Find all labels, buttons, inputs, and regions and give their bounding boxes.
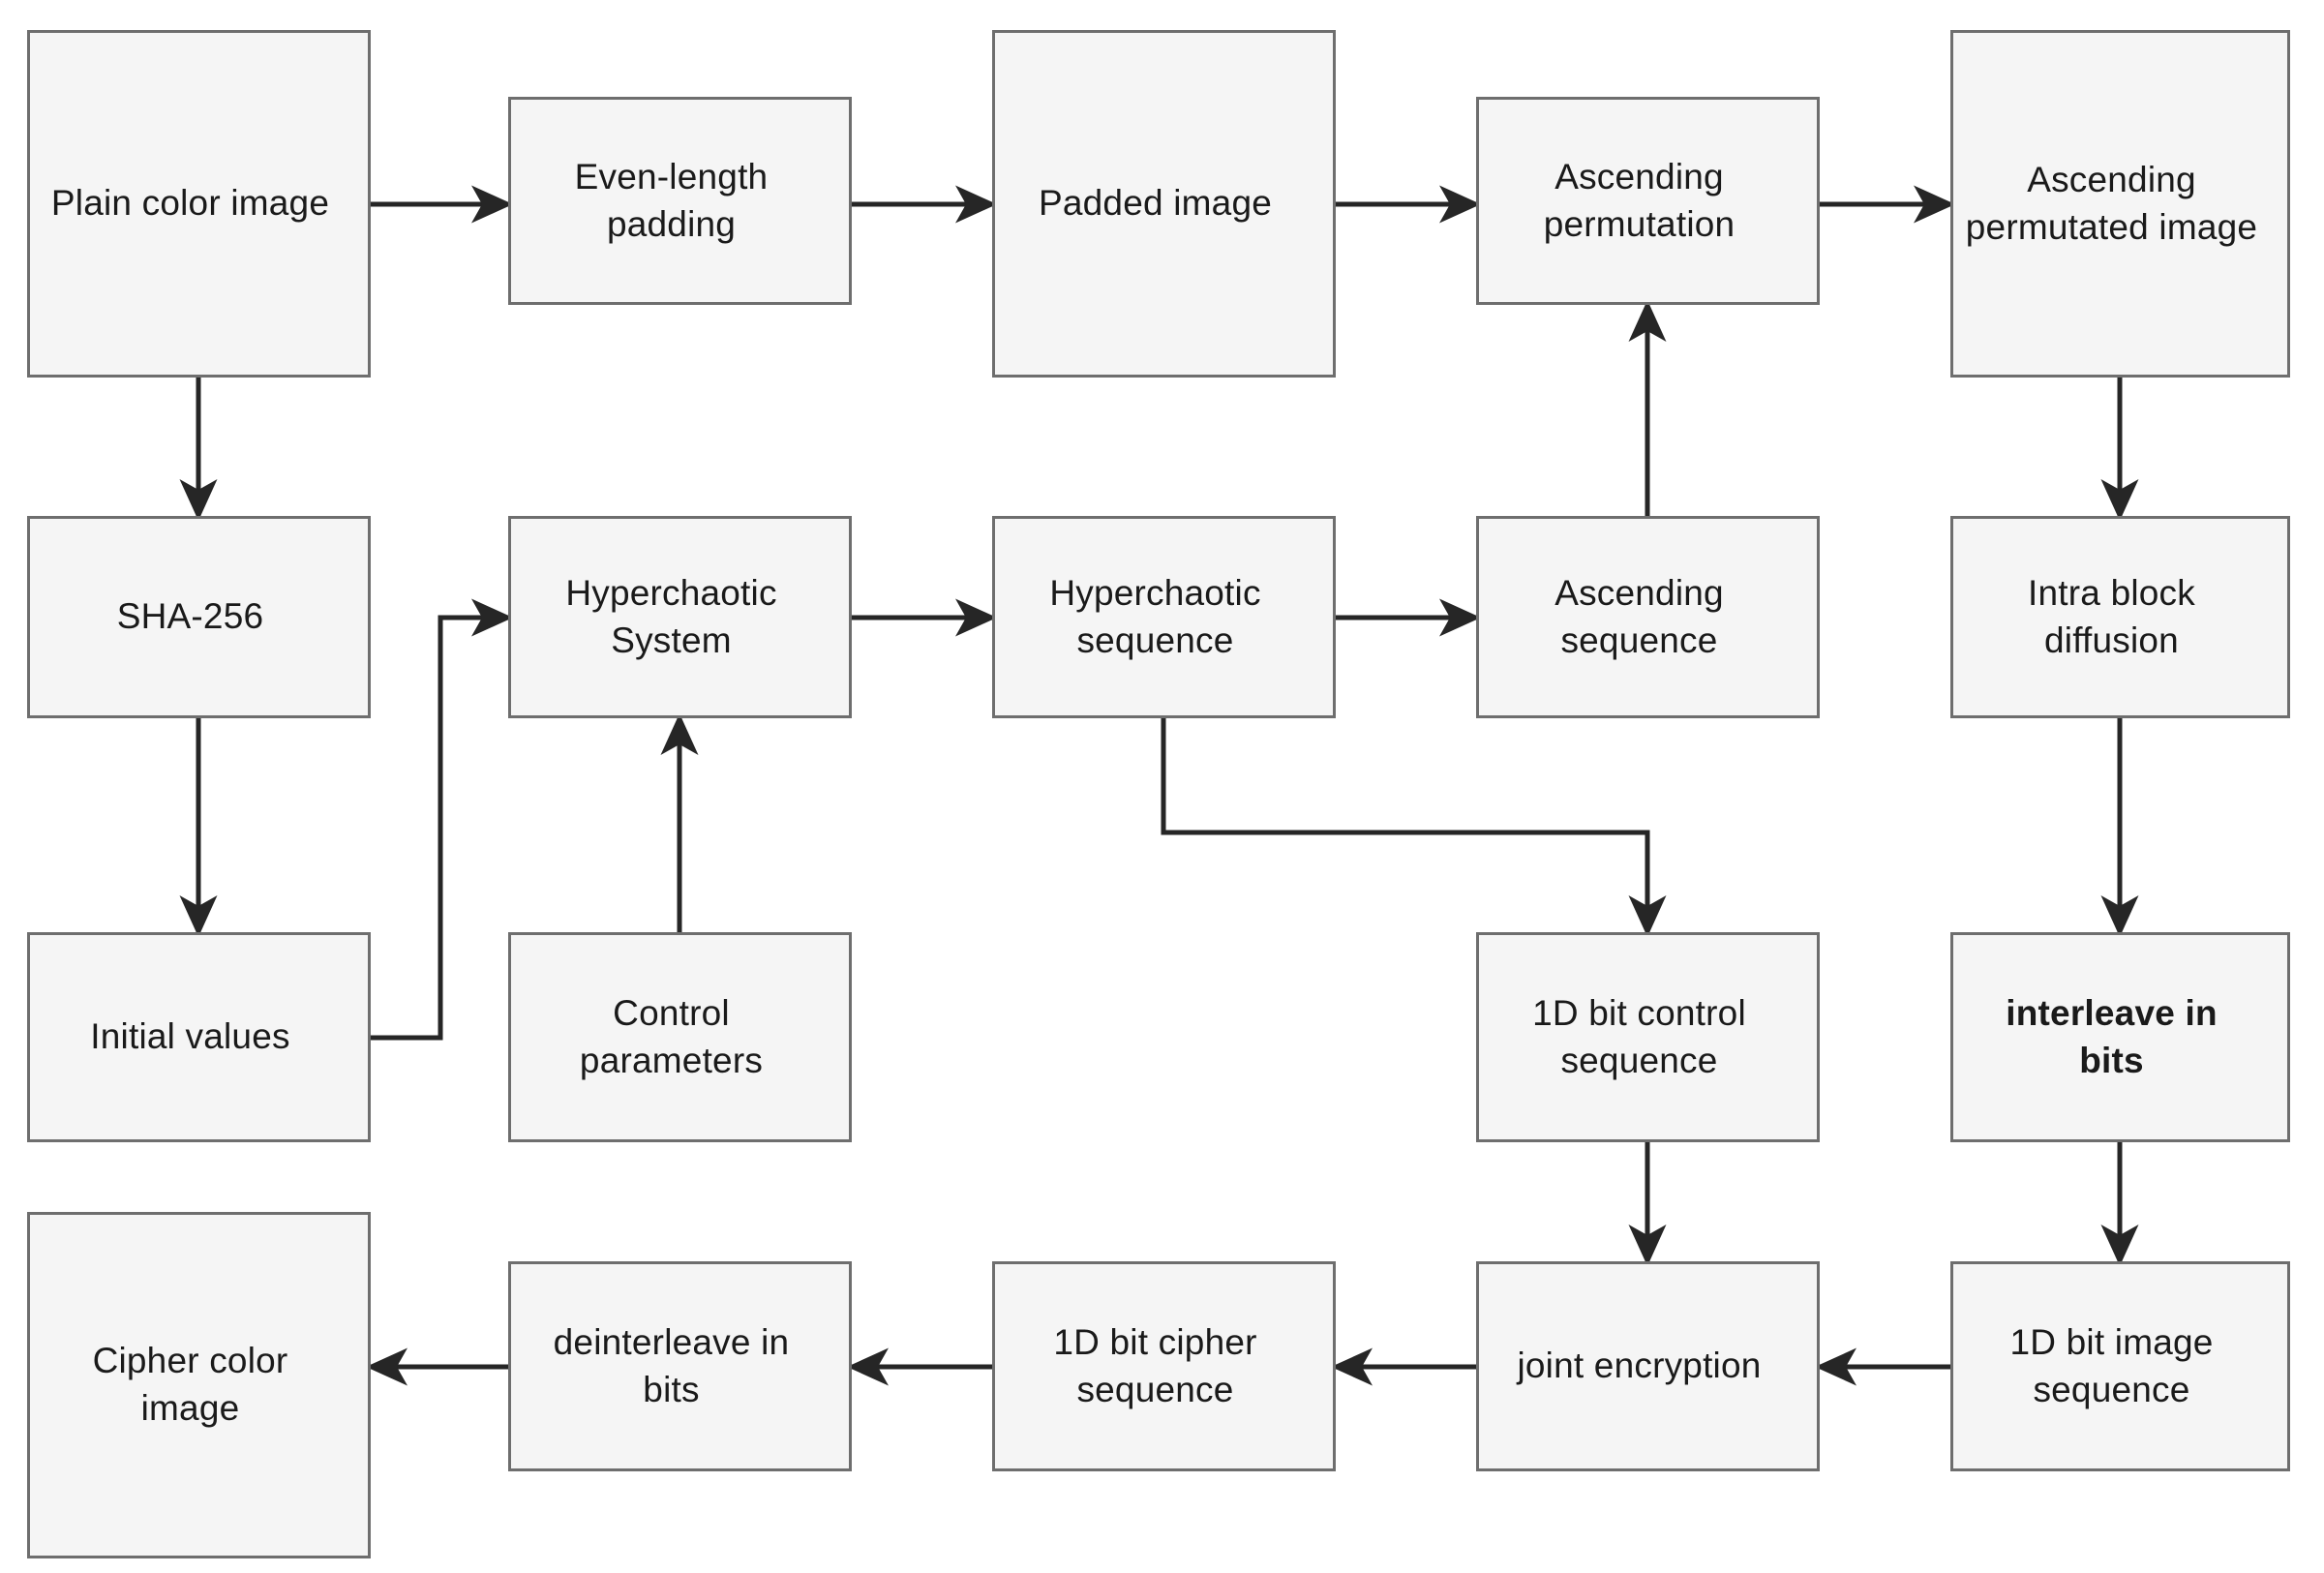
node-ascending-permutation[interactable]: Ascending permutation xyxy=(1476,97,1820,305)
node-sha-256[interactable]: SHA-256 xyxy=(27,516,371,718)
node-intra-block-diffusion[interactable]: Intra block diffusion xyxy=(1950,516,2290,718)
node-label-ascending-permutated-image: Ascending permutated image xyxy=(1965,159,2258,247)
node-label-cipher-color-image: Cipher color image xyxy=(92,1341,288,1428)
node-hyperchaotic-system[interactable]: Hyperchaotic System xyxy=(508,516,852,718)
node-deinterleave-in-bits[interactable]: deinterleave in bits xyxy=(508,1261,852,1471)
node-initial-values[interactable]: Initial values xyxy=(27,932,371,1142)
node-1d-bit-control-sequence[interactable]: 1D bit control sequence xyxy=(1476,932,1820,1142)
node-label-deinterleave-in-bits: deinterleave in bits xyxy=(553,1321,790,1409)
node-label-hyperchaotic-system: Hyperchaotic System xyxy=(565,572,777,660)
node-label-intra-block-diffusion: Intra block diffusion xyxy=(2028,572,2195,660)
edge-e-hyperseq-to-bitctrl xyxy=(1161,718,1667,938)
edge-e-initial-to-hyper xyxy=(371,598,514,1041)
node-label-initial-values: Initial values xyxy=(90,1016,290,1057)
node-label-1d-bit-cipher-sequence: 1D bit cipher sequence xyxy=(1053,1321,1257,1409)
node-1d-bit-image-sequence[interactable]: 1D bit image sequence xyxy=(1950,1261,2290,1471)
node-label-1d-bit-image-sequence: 1D bit image sequence xyxy=(2009,1321,2214,1409)
node-1d-bit-cipher-sequence[interactable]: 1D bit cipher sequence xyxy=(992,1261,1336,1471)
node-hyperchaotic-sequence[interactable]: Hyperchaotic sequence xyxy=(992,516,1336,718)
node-joint-encryption[interactable]: joint encryption xyxy=(1476,1261,1820,1471)
node-label-ascending-sequence: Ascending sequence xyxy=(1554,572,1724,660)
node-label-even-length-padding: Even-length padding xyxy=(574,156,769,244)
node-label-sha-256: SHA-256 xyxy=(116,596,264,637)
node-plain-color-image[interactable]: Plain color image xyxy=(27,30,371,378)
node-label-ascending-permutation: Ascending permutation xyxy=(1543,156,1735,244)
node-label-control-parameters: Control parameters xyxy=(579,992,764,1080)
node-padded-image[interactable]: Padded image xyxy=(992,30,1336,378)
node-even-length-padding[interactable]: Even-length padding xyxy=(508,97,852,305)
node-ascending-sequence[interactable]: Ascending sequence xyxy=(1476,516,1820,718)
node-cipher-color-image[interactable]: Cipher color image xyxy=(27,1212,371,1558)
node-label-joint-encryption: joint encryption xyxy=(1517,1346,1762,1386)
node-label-plain-color-image: Plain color image xyxy=(50,183,330,224)
node-label-interleave-in-bits: interleave in bits xyxy=(2006,992,2218,1080)
node-label-1d-bit-control-sequence: 1D bit control sequence xyxy=(1532,992,1746,1080)
node-interleave-in-bits[interactable]: interleave in bits xyxy=(1950,932,2290,1142)
node-control-parameters[interactable]: Control parameters xyxy=(508,932,852,1142)
node-label-padded-image: Padded image xyxy=(1038,183,1273,224)
node-label-hyperchaotic-sequence: Hyperchaotic sequence xyxy=(1049,572,1261,660)
node-ascending-permutated-image[interactable]: Ascending permutated image xyxy=(1950,30,2290,378)
